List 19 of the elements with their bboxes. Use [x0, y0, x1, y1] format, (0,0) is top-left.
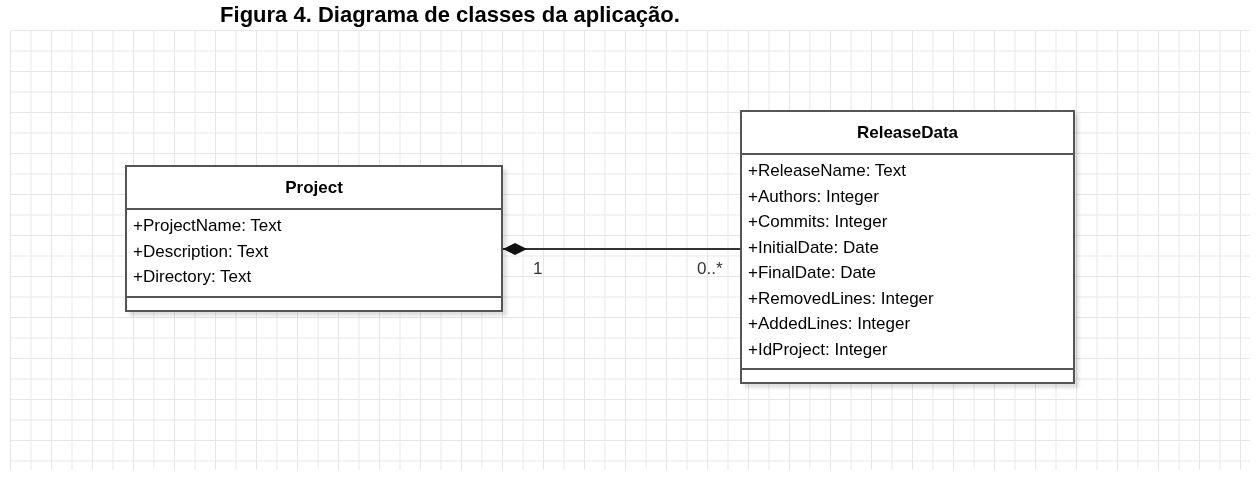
attribute-text: +RemovedLines: Integer	[747, 287, 935, 310]
class-box	[125, 165, 503, 312]
multiplicity-label: 1	[533, 259, 543, 279]
attribute-text: +IdProject: Integer	[747, 338, 889, 361]
attribute-text: +Authors: Integer	[747, 185, 880, 208]
attribute-text: +Description: Text	[132, 240, 270, 263]
attribute-text: +FinalDate: Date	[747, 262, 878, 284]
figure-title: Figura 4. Diagrama de classes da aplicação.	[219, 2, 681, 28]
attribute-text: +ReleaseName: Text	[747, 160, 907, 182]
attribute-text: +ProjectName: Text	[132, 215, 283, 237]
attribute-text: +AddedLines: Integer	[747, 313, 912, 335]
multiplicity-label: 0..*	[697, 259, 723, 279]
attribute-text: +Commits: Integer	[747, 211, 889, 233]
class-name: ReleaseData	[742, 112, 1073, 155]
composition-line	[502, 243, 741, 255]
attribute-text: +Directory: Text	[132, 266, 253, 288]
attribute-text: +InitialDate: Date	[747, 236, 880, 259]
class-name: Project	[127, 167, 501, 210]
class-box	[740, 110, 1075, 384]
